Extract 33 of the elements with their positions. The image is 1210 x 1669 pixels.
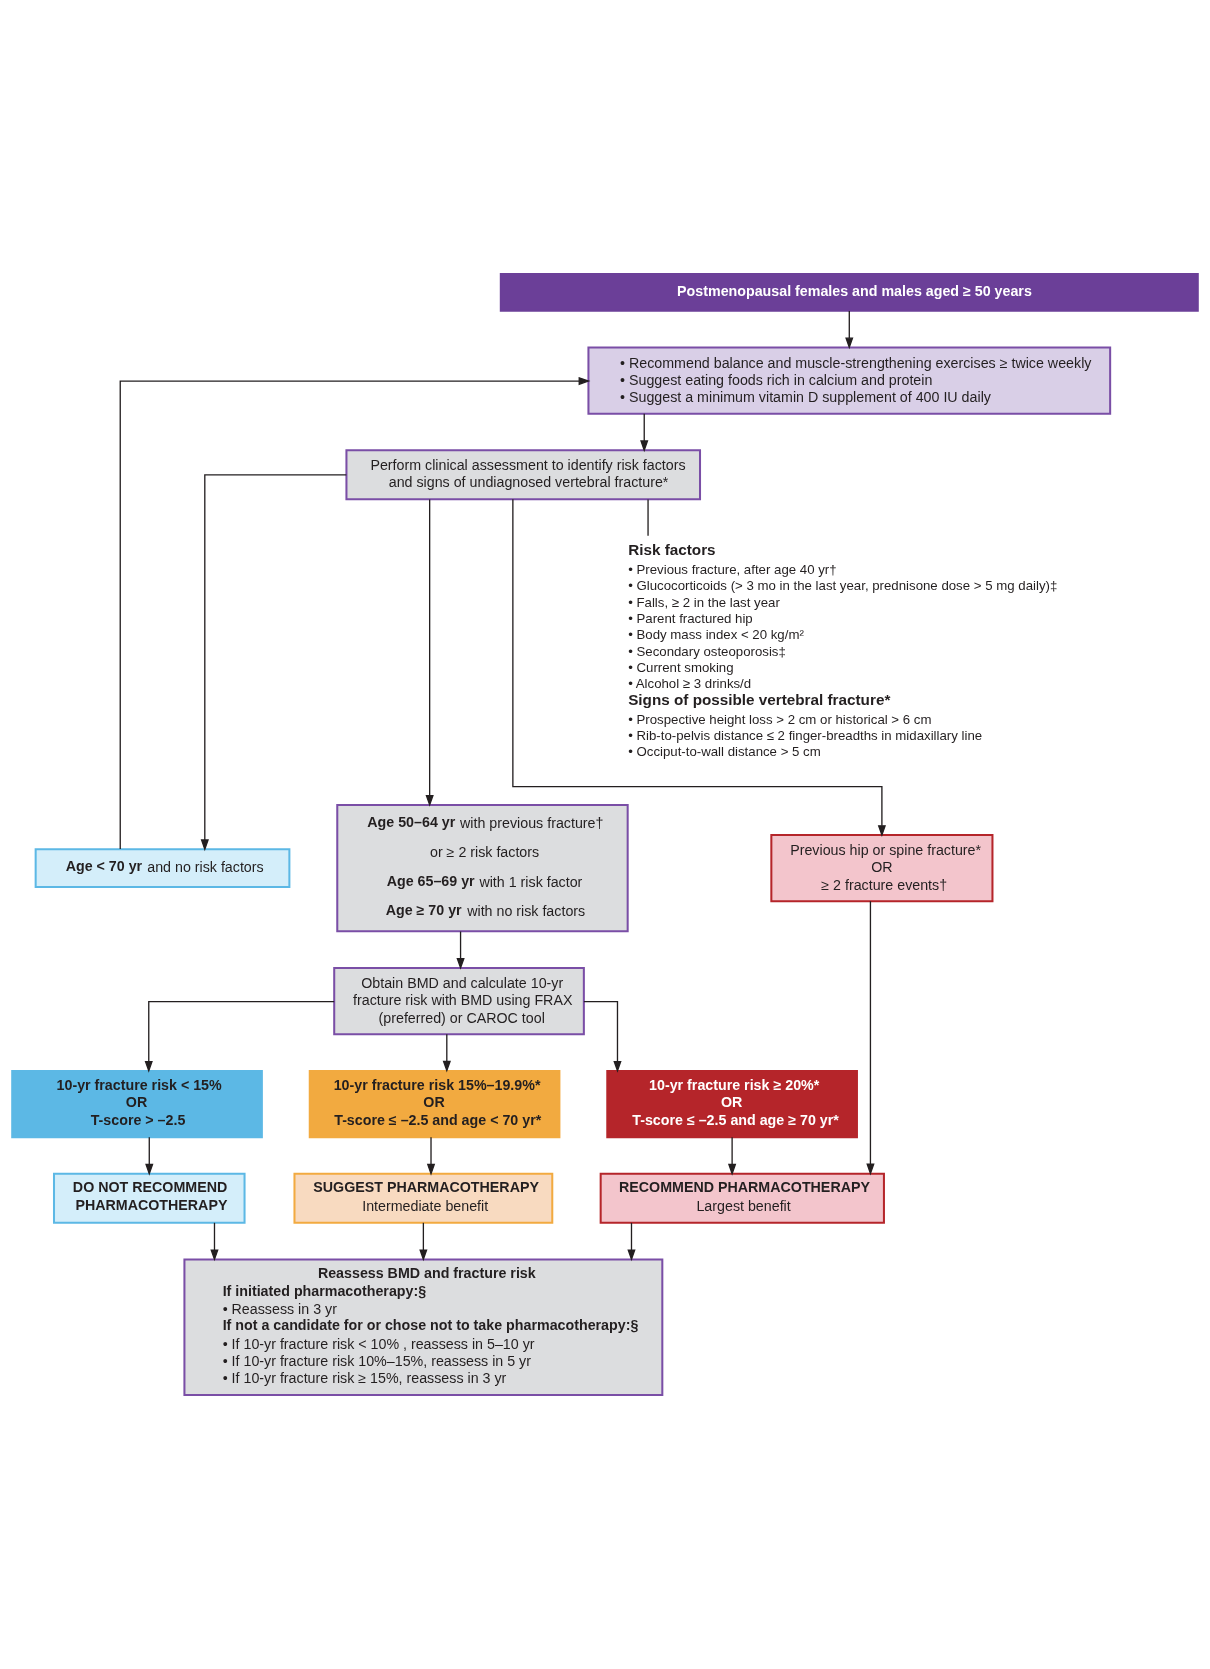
arrow bbox=[512, 498, 887, 837]
node-box: • Recommend balance and muscle-strengthening exercises ≥ twice weekly • Suggest eating foods rich in calcium and protein • Suggest a minimum vitamin D supplement of 400 IU daily bbox=[587, 346, 1112, 415]
arrow bbox=[727, 1136, 737, 1176]
arrow bbox=[583, 1000, 622, 1073]
arrow bbox=[442, 1033, 451, 1073]
node-box: 10-yr fracture risk ≥ 20%* OR T-score ≤ –2.5 and age ≥ 70 yr* bbox=[606, 1069, 858, 1139]
arrow bbox=[144, 1000, 335, 1073]
node-box: 10-yr fracture risk 15%–19.9%* OR T-score ≤ –2.5 and age < 70 yr* bbox=[308, 1069, 561, 1139]
node-box: SUGGEST PHARMACOTHERAPY Intermediate benefit bbox=[293, 1172, 554, 1224]
arrow bbox=[210, 1222, 219, 1262]
arrow bbox=[145, 1136, 154, 1176]
arrow bbox=[200, 474, 347, 852]
arrow bbox=[425, 498, 434, 807]
node-box: Postmenopausal females and males aged ≥ 50 years bbox=[499, 273, 1199, 312]
node-box: 10-yr fracture risk < 15% OR T-score > –2.5 bbox=[11, 1069, 263, 1139]
arrow bbox=[627, 1222, 636, 1262]
node-box: Age < 70 yr and no risk factors bbox=[34, 848, 291, 888]
node-box: Obtain BMD and calculate 10-yr fracture risk with BMD using FRAX (preferred) or CAROC tool bbox=[333, 966, 585, 1036]
connector bbox=[647, 498, 649, 537]
node-text: Risk factors • Previous fracture, after age 40 yr† • Glucocorticoids (> 3 mo in the last year, prednisone dose > 5 mg daily)‡ • Falls, ≥ 2 in the last year • Parent fractured hip • Body mass index < 20 kg/m² • Secondary osteoporosis‡ • Current smoking • Alcohol ≥ 3 drinks/d Signs of possible vertebral fracture* • Prospective height loss > 2 cm or historical > 6 cm • Rib-to-pelvis distance ≤ 2 finger-breadths in midaxillary line • Occiput-to-wall distance > 5 cm bbox=[628, 541, 1058, 760]
node-box: Perform clinical assessment to identify risk factors and signs of undiagnosed vertebral fracture* bbox=[345, 449, 702, 501]
arrow bbox=[640, 413, 649, 453]
node-box: Age 50–64 yr with previous fracture† or ≥ 2 risk factors Age 65–69 yr with 1 risk factor Age ≥ 70 yr with no risk factors bbox=[336, 803, 629, 933]
arrow bbox=[419, 1222, 428, 1262]
node-box: Reassess BMD and fracture risk If initiated pharmacotherapy:§ • Reassess in 3 yr If not a candidate for or chose not to take pharmacotherapy:§ • If 10-yr fracture risk < 10% , reassess in 5–10 yr • If 10-yr fracture risk 10%–15%, reassess in 5 yr • If 10-yr fracture risk ≥ 15%, reassess in 3 yr bbox=[183, 1258, 664, 1396]
arrow bbox=[426, 1136, 436, 1176]
arrow bbox=[866, 900, 875, 1176]
node-box: DO NOT RECOMMEND PHARMACOTHERAPY bbox=[53, 1172, 246, 1224]
node-box: Previous hip or spine fracture* OR ≥ 2 fracture events† bbox=[770, 834, 994, 903]
arrow bbox=[845, 310, 854, 350]
arrow bbox=[456, 930, 465, 970]
arrow bbox=[119, 376, 591, 850]
node-box: RECOMMEND PHARMACOTHERAPY Largest benefit bbox=[599, 1172, 885, 1224]
